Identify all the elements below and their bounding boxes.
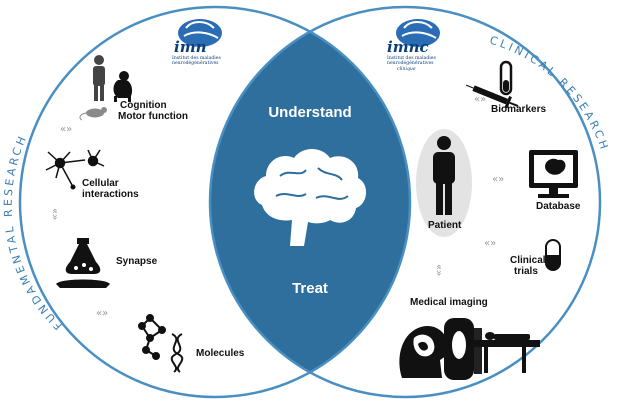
patient-icon xyxy=(433,136,455,215)
test-tube-syringe-icon xyxy=(465,60,519,109)
connector-icon: «» xyxy=(49,208,60,220)
treat-label: Treat xyxy=(292,280,328,297)
cognition-label: Cognition xyxy=(120,100,167,111)
svg-text:neurodégénératives: neurodégénératives xyxy=(387,59,434,66)
connector-icon: «» xyxy=(474,94,486,105)
synapse-icon xyxy=(56,238,110,288)
svg-text:Institut des maladies: Institut des maladies xyxy=(387,55,436,61)
understand-label: Understand xyxy=(268,104,351,121)
mri-scanner-icon xyxy=(399,318,540,380)
connector-icon: «» xyxy=(60,124,72,135)
connector-icon: «» xyxy=(492,174,504,185)
human-monkey-mouse-icon xyxy=(79,55,133,121)
capsule-icon xyxy=(545,239,561,271)
svg-text:imn: imn xyxy=(174,38,206,56)
svg-text:clinique: clinique xyxy=(397,66,416,72)
connector-icon: «» xyxy=(484,238,496,249)
synapse-label: Synapse xyxy=(116,256,158,267)
svg-text:Institut des maladies: Institut des maladies xyxy=(172,55,221,61)
motor-function-label: Motor function xyxy=(118,111,188,122)
interactions-label: interactions xyxy=(82,189,139,200)
patient-label: Patient xyxy=(428,220,462,231)
molecules-label: Molecules xyxy=(196,348,245,359)
molecule-dna-icon xyxy=(138,314,184,373)
monitor-icon xyxy=(529,150,578,198)
database-label: Database xyxy=(536,201,581,212)
clinical-circle xyxy=(208,5,602,399)
medical-imaging-label: Medical imaging xyxy=(410,297,488,308)
neuron-icon xyxy=(45,149,105,190)
imnc-logo: imnc Institut des maladies neurodégénéra… xyxy=(387,19,440,72)
fundamental-circle xyxy=(18,5,412,399)
connector-icon: «» xyxy=(433,264,444,276)
svg-text:neurodégénératives: neurodégénératives xyxy=(172,59,219,66)
brain-icon xyxy=(254,149,367,246)
clinical-label: Clinical xyxy=(510,255,546,266)
cellular-label: Cellular xyxy=(82,178,119,189)
trials-label: trials xyxy=(514,266,538,277)
biomarkers-label: Biomarkers xyxy=(491,104,546,115)
svg-text:imnc: imnc xyxy=(387,38,429,56)
imn-logo: imn Institut des maladies neurodégénérat… xyxy=(172,19,222,66)
connector-icon: «» xyxy=(96,308,108,319)
overlap-lens xyxy=(210,7,410,397)
